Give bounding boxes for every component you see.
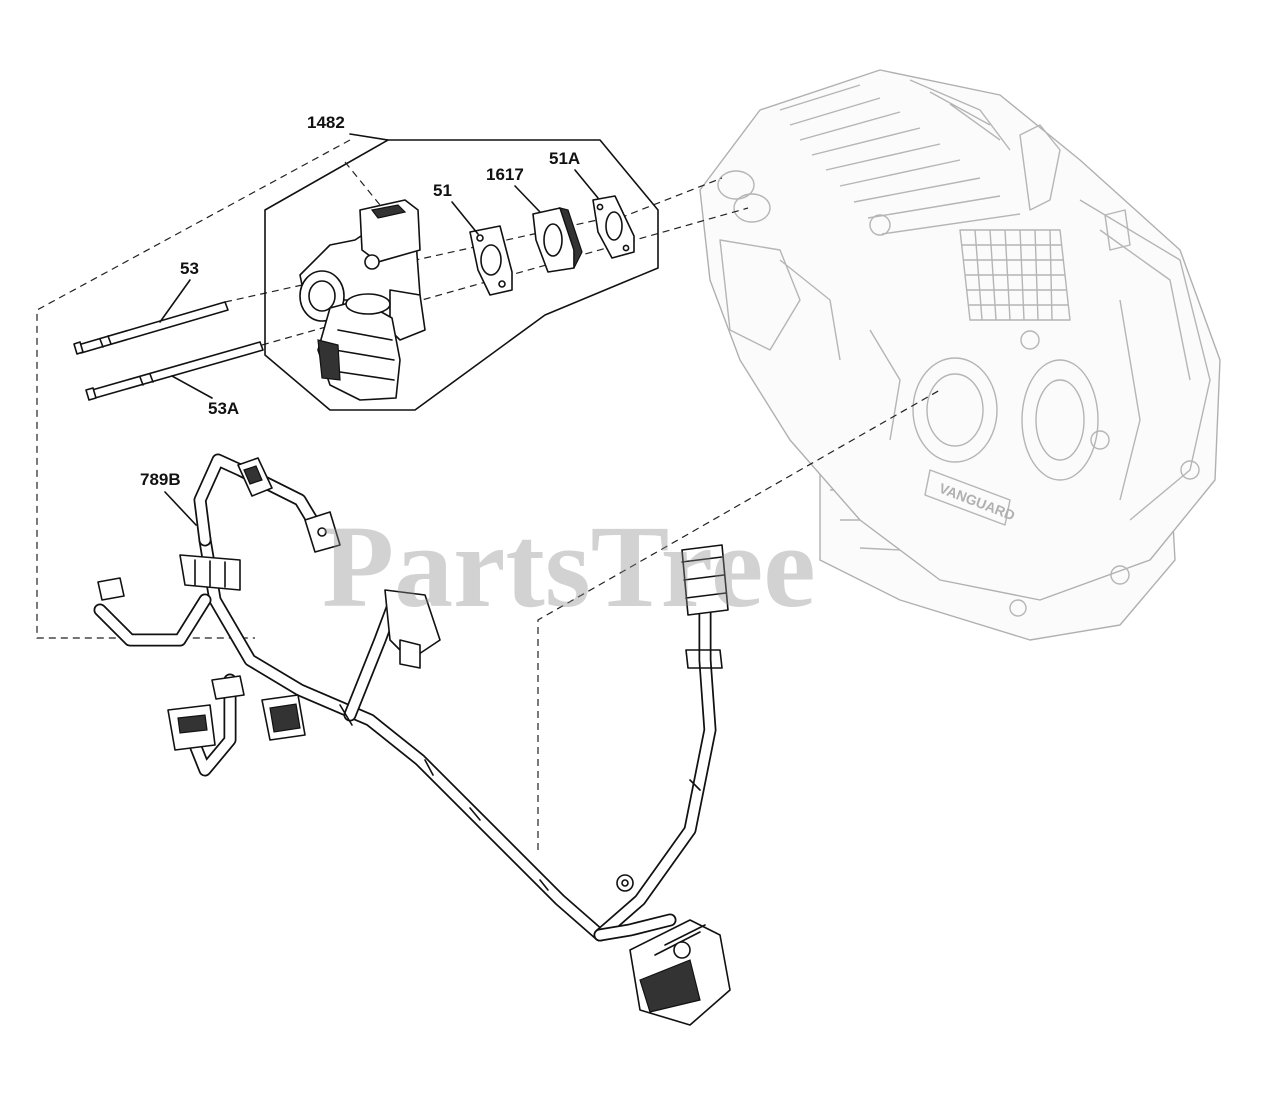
callout-51a[interactable]: 51A xyxy=(549,149,599,199)
stud-53-part[interactable] xyxy=(73,301,229,355)
callout-53[interactable]: 53 xyxy=(159,259,199,323)
gasket-51-part[interactable] xyxy=(469,225,513,296)
callout-1482[interactable]: 1482 xyxy=(307,113,389,206)
callout-53a-label: 53A xyxy=(208,399,239,418)
callout-789b[interactable]: 789B xyxy=(140,470,197,526)
callout-51a-label: 51A xyxy=(549,149,580,168)
wiring-harness-789b-part[interactable] xyxy=(93,453,731,1026)
callout-789b-label: 789B xyxy=(140,470,181,489)
callout-51[interactable]: 51 xyxy=(433,181,479,235)
throttle-body-part[interactable] xyxy=(299,199,426,401)
stud-53a-part[interactable] xyxy=(85,341,264,401)
engine-block-illustration: VANGUARD xyxy=(699,69,1221,641)
callout-51-label: 51 xyxy=(433,181,452,200)
callout-53-label: 53 xyxy=(180,259,199,278)
callout-1617-label: 1617 xyxy=(486,165,524,184)
spacer-1617-part[interactable] xyxy=(532,207,583,273)
throttle-body-detail-frame xyxy=(264,139,659,411)
partstree-watermark: PartsTree xyxy=(322,501,816,632)
gasket-51a-part[interactable] xyxy=(592,195,635,259)
callout-1617[interactable]: 1617 xyxy=(486,165,541,213)
callout-1482-label: 1482 xyxy=(307,113,345,132)
callout-53a[interactable]: 53A xyxy=(171,375,239,418)
